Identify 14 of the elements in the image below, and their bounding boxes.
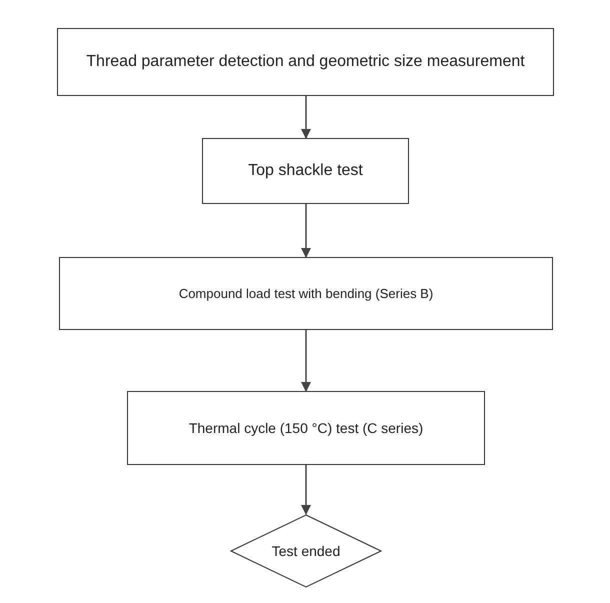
arrow (301, 204, 311, 258)
process-box (57, 28, 554, 96)
process-box (127, 391, 485, 465)
node-label: Compound load test with bending (Series B) (178, 284, 434, 303)
process-box (59, 257, 553, 330)
node-label: Thread parameter detection and geometric size measurement (86, 52, 525, 72)
node-label: Top shackle test (248, 161, 363, 181)
arrow (301, 330, 311, 392)
arrow (301, 465, 311, 515)
node-label: Thermal cycle (150 °C) test (C series) (188, 418, 424, 438)
process-box (202, 138, 409, 204)
node-label: Test ended (272, 542, 340, 560)
arrow (301, 96, 311, 139)
decision-diamond (230, 514, 382, 588)
